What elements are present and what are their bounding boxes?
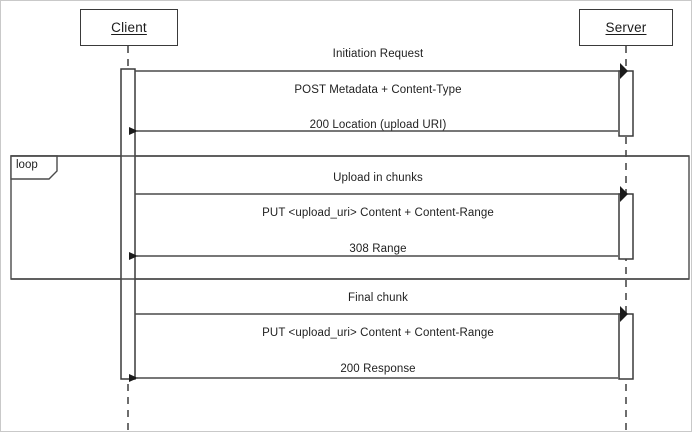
message-label-m9-200-response: 200 Response	[340, 363, 416, 375]
activation-bar-client	[120, 68, 136, 380]
message-label-m5-put-chunk: PUT <upload_uri> Content + Content-Range	[262, 207, 494, 219]
activation-bar-server-1	[618, 70, 634, 137]
message-label-m2-post-metadata: POST Metadata + Content-Type	[294, 84, 462, 96]
message-arrowhead-m5-put-chunk	[620, 186, 628, 202]
activation-bar-server-3	[618, 313, 634, 380]
message-arrowhead-m2-post-metadata	[620, 63, 628, 79]
activation-bar-server-2	[618, 193, 634, 260]
message-label-m7-final-chunk: Final chunk	[348, 292, 408, 304]
message-label-m1-initiation: Initiation Request	[332, 48, 424, 60]
participant-label-server: Server	[605, 20, 647, 35]
participant-label-client: Client	[111, 20, 147, 35]
message-arrowhead-m8-put-final	[620, 306, 628, 322]
participant-box-server[interactable]: Server	[579, 9, 673, 46]
message-label-m6-308-range: 308 Range	[349, 243, 407, 255]
message-label-m8-put-final: PUT <upload_uri> Content + Content-Range	[262, 327, 494, 339]
message-label-m4-upload-chunks: Upload in chunks	[333, 172, 423, 184]
loop-fragment-label: loop	[16, 159, 38, 171]
participant-box-client[interactable]: Client	[80, 9, 178, 46]
message-label-m3-200-location: 200 Location (upload URI)	[309, 119, 447, 131]
